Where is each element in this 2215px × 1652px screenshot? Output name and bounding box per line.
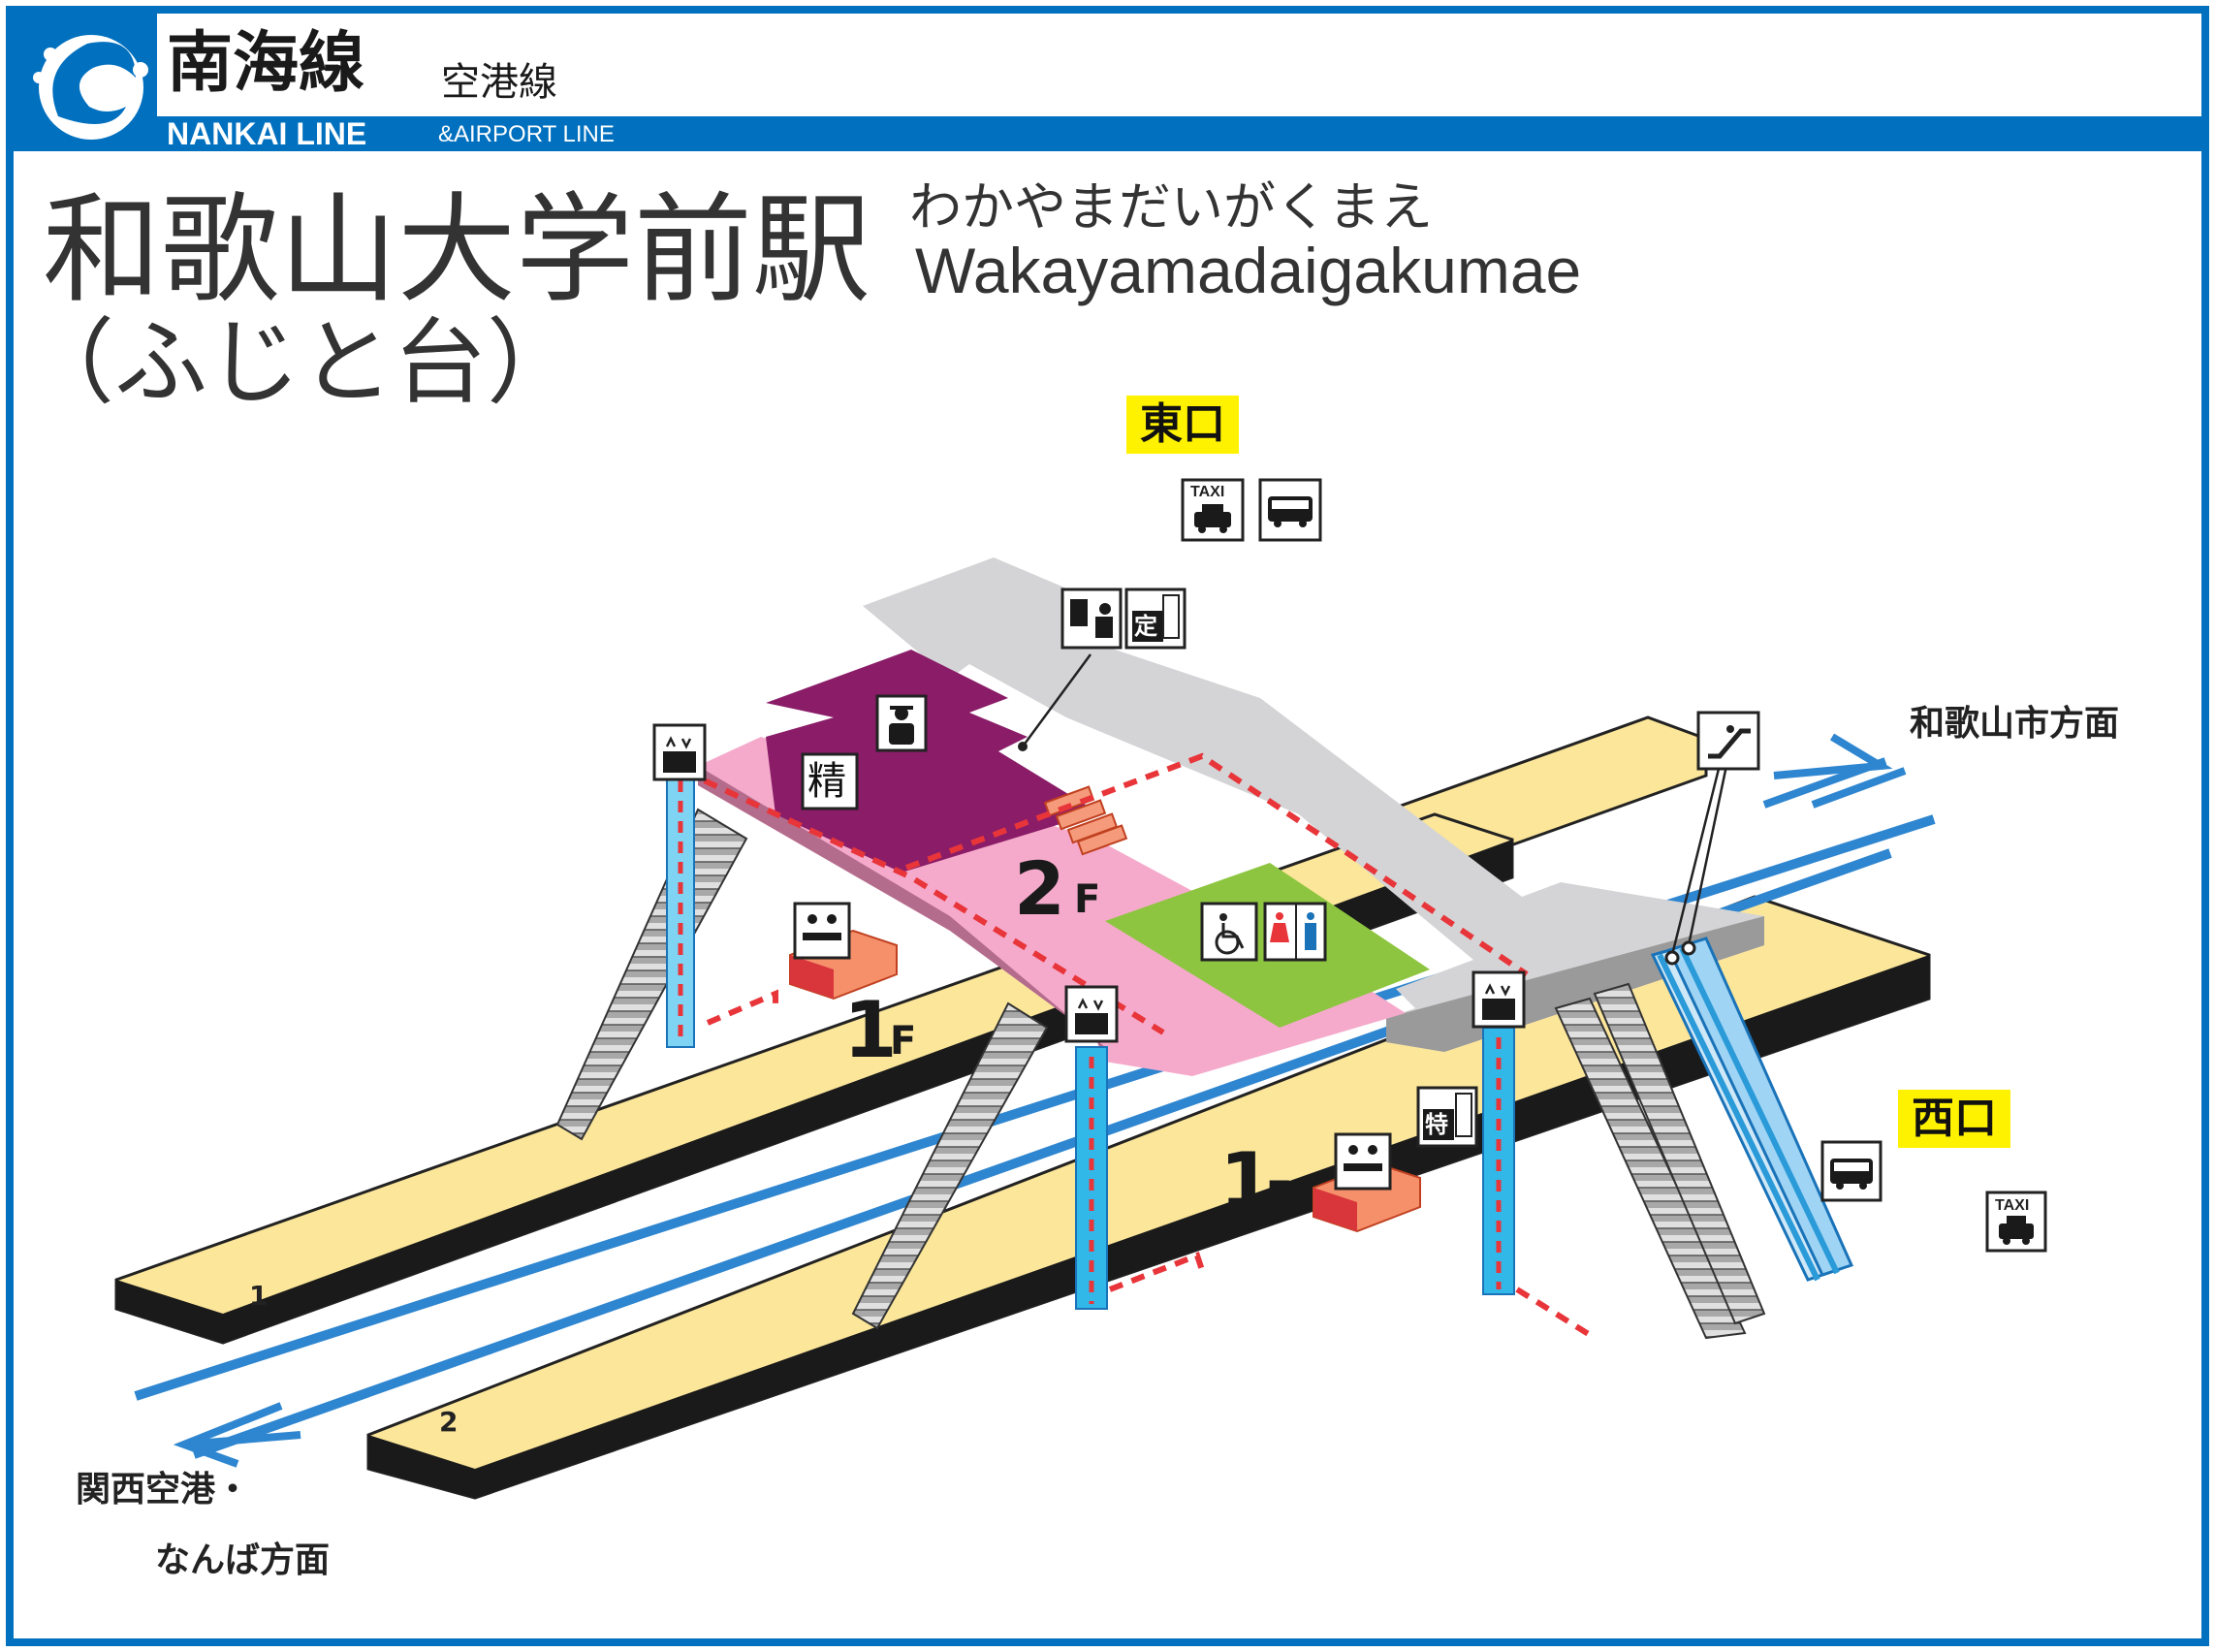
platform-2-number: 2 [439, 1406, 459, 1438]
elevator-sign-middle-icon [1064, 985, 1119, 1043]
stairs-right-b [1593, 982, 1766, 1325]
waiting-room-sign-left-icon [793, 902, 851, 960]
floor-1f-unit-upper: F [890, 1019, 917, 1064]
concourse-gray [863, 557, 1764, 1052]
stairs-right-a [1554, 997, 1747, 1340]
elevator-sign-left-icon [652, 723, 707, 781]
nankai-logo-icon [33, 35, 148, 140]
station-alias: （ふじと台） [21, 308, 580, 417]
fare-adjustment-icon [801, 752, 859, 810]
floor-1f-number-lower: 1 [1219, 1136, 1274, 1226]
brand-name-jp: 南海線 [167, 25, 365, 102]
accessible-route [681, 752, 1597, 1341]
elevator-sign-right-icon [1471, 970, 1526, 1029]
platform-2 [366, 895, 1931, 1500]
brand-name-en: NANKAI LINE [167, 116, 367, 151]
restroom-icon [1263, 902, 1327, 962]
floor-1f-unit-lower: F [1266, 1174, 1293, 1219]
commuter-pass-icon [1124, 588, 1187, 650]
west-exit-label: 西口 [1898, 1090, 2010, 1148]
elevator-middle [1075, 1046, 1108, 1310]
ticket-gate-icon [1043, 785, 1128, 856]
station-name-romaji: Wakayamadaigakumae [915, 235, 1582, 306]
paid-area-edge [698, 766, 1105, 1062]
stairs-left-upper [555, 808, 748, 1141]
station-name-jp: 和歌山大学前駅 [43, 181, 870, 319]
elevator-left [666, 770, 695, 1048]
station-name-kana: わかやまだいがくまえ [909, 176, 1433, 238]
bus-west-icon [1820, 1140, 1883, 1202]
limited-express-label: 特 [1425, 1111, 1448, 1138]
floor-1f-number-upper: 1 [843, 985, 898, 1075]
waiting-room-sign-right-icon [1334, 1132, 1392, 1191]
bus-icon [1258, 478, 1322, 542]
header-white-panel [157, 14, 2201, 116]
station-staff-icon [875, 694, 928, 752]
taxi-west-icon [1985, 1191, 2047, 1253]
floor-2f-number: 2 [1014, 845, 1065, 932]
outer-frame [6, 6, 2209, 1646]
commuter-pass-label: 定 [1134, 613, 1157, 640]
taxi-icon [1181, 478, 1245, 542]
elevator-right [1482, 1027, 1515, 1295]
taxi-icon-label: TAXI [1190, 484, 1225, 500]
fare-adjustment-label: 精 [807, 759, 846, 804]
platform-1-number: 1 [249, 1280, 269, 1312]
station-office [766, 650, 1086, 873]
arrow-up-direction-icon [1762, 733, 1907, 809]
stairs-middle [851, 1001, 1049, 1330]
escalator-icon [1650, 937, 1854, 1282]
ticket-machine-icon [1060, 588, 1123, 650]
brand-sub-jp: 空港線 [441, 60, 557, 105]
direction-up-label: 和歌山市方面 [1910, 704, 2120, 744]
east-exit-label: 東口 [1126, 396, 1239, 454]
limited-express-ticket-icon [1416, 1086, 1478, 1148]
floor-2f-unit: F [1074, 877, 1101, 922]
taxi-west-icon-label: TAXI [1995, 1197, 2030, 1214]
brand-name-en-sub: &AIRPORT LINE [438, 121, 615, 147]
leader-lines [1021, 653, 1729, 956]
escalator-sign-icon [1696, 711, 1760, 771]
direction-down-label-1: 関西空港・ [76, 1470, 251, 1509]
arrow-down-direction-icon [173, 1402, 301, 1468]
accessible-toilet-icon [1200, 902, 1258, 962]
direction-down-label-2: なんば方面 [155, 1541, 331, 1580]
